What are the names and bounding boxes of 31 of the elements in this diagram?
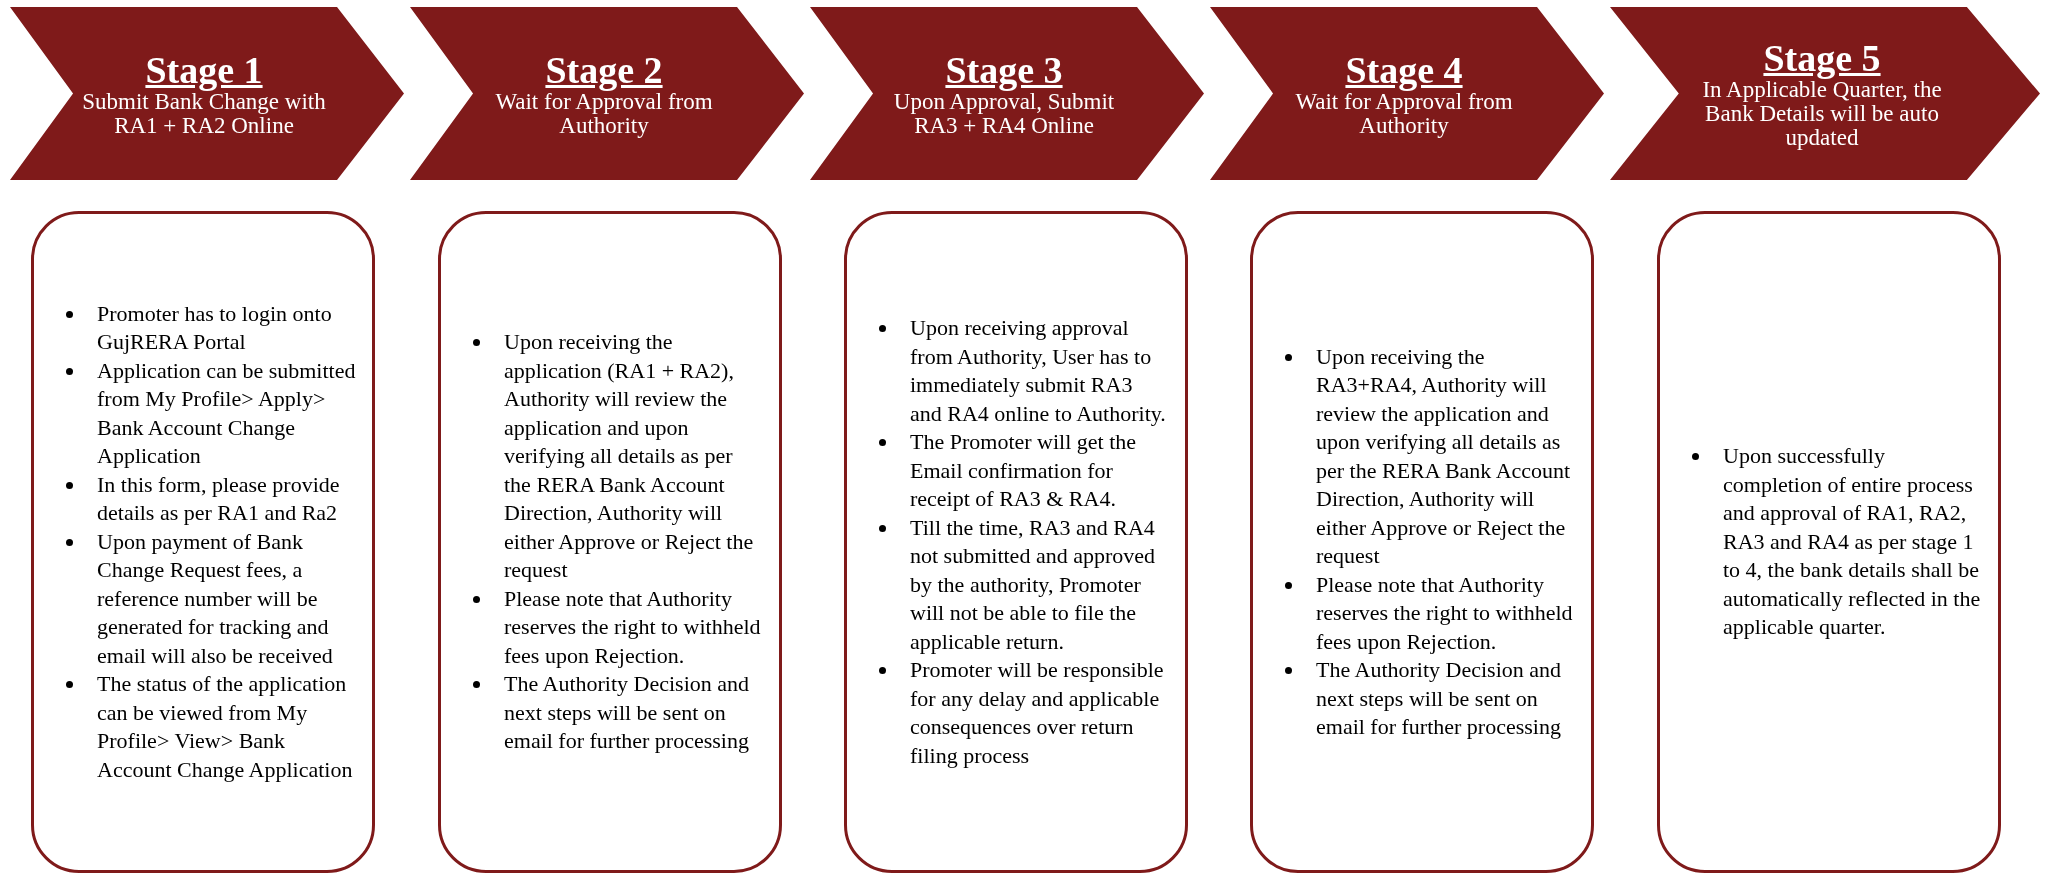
details-box <box>1250 211 1594 873</box>
stage-heading: Stage 3 <box>945 49 1063 90</box>
bullet-text: Upon receiving the RA3+RA4, Authority will review the application and upon verifying all details as per the RERA Bank Account Direction, Authority will either Approve or Reject the request <box>1316 342 1572 570</box>
stage-heading: Stage 1 <box>145 49 263 90</box>
bullet-text: The Authority Decision and next steps will be sent on email for further processing <box>504 670 750 756</box>
bullet-text: Promoter has to login onto GujRERA Portal <box>97 299 333 357</box>
stage-banner <box>810 7 1204 180</box>
stage-banner <box>10 7 404 180</box>
details-box <box>1657 211 2001 873</box>
stage-heading: Stage 5 <box>1763 37 1881 78</box>
details-box <box>438 211 782 873</box>
bullet-text: Please note that Authority reserves the right to withheld fees upon Rejection. <box>504 584 762 670</box>
bullet-text: Upon payment of Bank Change Request fees, a reference number will be generated for tracking and email will also be received <box>97 527 334 670</box>
stage-heading: Stage 4 <box>1345 49 1463 90</box>
bullet-text: Upon receiving approval from Authority, User has to immediately submit RA3 and RA4 online to Authority. <box>910 314 1167 428</box>
stage-banner <box>410 7 804 180</box>
bullet-text: The Promoter will get the Email confirmation for receipt of RA3 & RA4. <box>910 428 1138 513</box>
bullet-text: In this form, please provide details as per RA1 and Ra2 <box>97 470 341 528</box>
stage-banner <box>1210 7 1604 180</box>
bullet-text: Upon successfully completion of entire process and approval of RA1, RA2, RA3 and RA4 as per stage 1 to 4, the bank details shall be automatically reflected in the applicable quarter. <box>1723 442 1982 642</box>
bullet-text: The Authority Decision and next steps will be sent on email for further processing <box>1316 656 1562 741</box>
stage-heading: Stage 2 <box>545 49 663 90</box>
details-box <box>31 211 375 873</box>
stage-banner <box>1610 7 2040 180</box>
bullet-text: Till the time, RA3 and RA4 not submitted and approved by the authority, Promoter will not be able to file the applicable return. <box>910 513 1156 656</box>
bullet-text: Upon receiving the application (RA1 + RA2), Authority will review the application and upon verifying all details as per the RERA Bank Account Direction, Authority will either Approve or Reject the request <box>504 328 755 585</box>
bullet-text: Application can be submitted from My Profile> Apply> Bank Account Change Application <box>97 356 356 471</box>
bullet-text: The status of the application can be viewed from My Profile> View> Bank Account Change Application <box>97 670 354 784</box>
bullet-text: Please note that Authority reserves the right to withheld fees upon Rejection. <box>1316 570 1574 656</box>
details-box <box>844 211 1188 873</box>
bullet-text: Promoter will be responsible for any delay and applicable consequences over return filing process <box>910 656 1165 770</box>
